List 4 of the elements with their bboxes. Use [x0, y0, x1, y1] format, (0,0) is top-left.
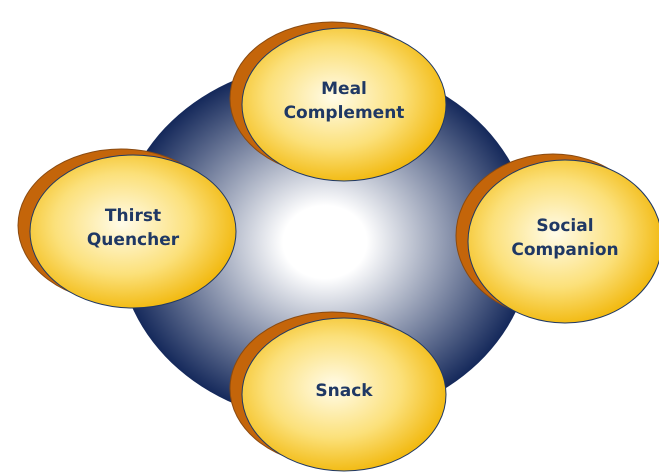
- ellipse-label: Meal Complement: [282, 78, 406, 124]
- ellipse-label: Snack: [315, 380, 373, 402]
- ellipse-label: Social Companion: [510, 214, 620, 262]
- ellipse-label: Thirst Quencher: [86, 204, 180, 252]
